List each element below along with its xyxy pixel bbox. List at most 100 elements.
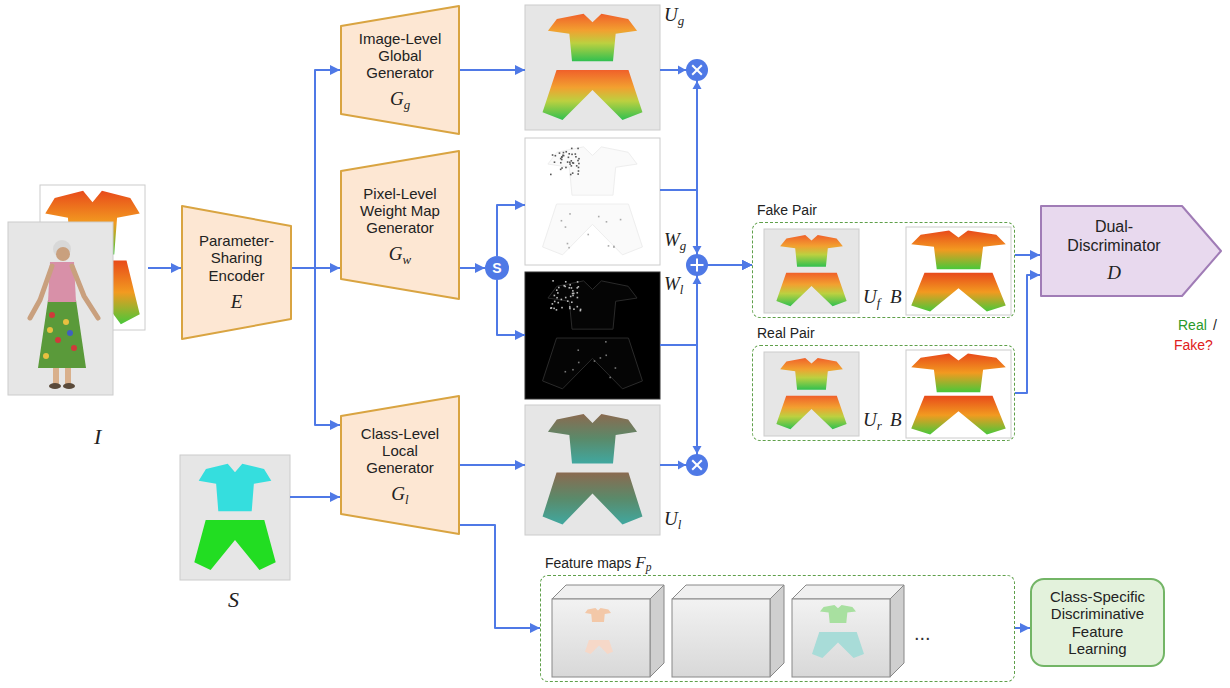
math-symbol: Wl: [664, 274, 683, 295]
flow-arrow: [497, 205, 525, 256]
arrowhead: [678, 461, 686, 470]
speck: [572, 369, 574, 371]
symbol-base: U: [863, 409, 877, 430]
image-panel: Wg: [525, 138, 660, 265]
speck: [554, 161, 556, 163]
symbol-subscript: l: [678, 517, 682, 532]
speck: [569, 284, 571, 286]
speck: [615, 367, 617, 369]
speck: [609, 377, 611, 379]
generator-trapezoid: Pixel-Level Weight Map GeneratorGw: [340, 150, 460, 300]
speck: [550, 174, 552, 176]
speck: [565, 281, 567, 283]
flow-arrow: [292, 70, 340, 268]
speck: [575, 153, 577, 155]
shape-outline: [341, 396, 459, 534]
speck: [573, 308, 575, 310]
math-symbol: Fp: [635, 553, 651, 572]
speck: [569, 213, 571, 215]
symbol-subscript: w: [403, 252, 412, 267]
symbol-subscript: g: [678, 13, 684, 28]
image-panel: [180, 455, 290, 580]
speck: [563, 155, 565, 157]
speck: [571, 154, 573, 156]
image-panel: [8, 222, 113, 395]
symbol-base: E: [231, 291, 243, 312]
process-box: Class-Specific Discriminative Feature Le…: [1030, 578, 1165, 667]
uv-region: [812, 632, 864, 658]
heading-words: Feature maps: [545, 555, 635, 571]
speck: [563, 285, 565, 287]
speck: [577, 173, 579, 175]
speck: [558, 287, 560, 289]
flow-arrow: [660, 70, 752, 265]
math-symbol: Uf: [863, 287, 880, 308]
image-panel: Wl: [525, 272, 660, 399]
uv-region: [780, 358, 843, 390]
box-label: Pixel-Level Weight Map Generator: [348, 185, 452, 237]
speck: [613, 246, 615, 248]
flow-arrow: [460, 69, 525, 71]
cube-top: [792, 585, 904, 599]
speck: [552, 303, 554, 305]
speck: [557, 292, 559, 294]
uv-region: [199, 464, 272, 512]
speck: [554, 301, 556, 303]
speck: [569, 306, 571, 308]
image-panel: [906, 350, 1011, 438]
symbol-base: W: [664, 229, 680, 250]
symbol-base: W: [664, 273, 680, 294]
arrowhead: [693, 81, 702, 89]
image-panel: [525, 405, 660, 535]
speck: [565, 226, 567, 228]
speck: [598, 216, 600, 218]
speck: [569, 161, 571, 163]
speck: [553, 308, 555, 310]
speck: [572, 293, 574, 295]
flow-arrow: [660, 265, 752, 465]
operator-sign: [692, 65, 702, 75]
uv-region: [548, 414, 637, 463]
uv-region: [543, 473, 643, 525]
speck: [577, 349, 579, 351]
speck: [572, 290, 574, 292]
uv-region: [548, 147, 637, 195]
speck: [570, 296, 572, 298]
skirt-pattern: [63, 319, 69, 325]
image-panel: S: [180, 455, 290, 580]
math-symbol: Ul: [664, 509, 681, 530]
skirt-pattern: [47, 327, 53, 333]
symbol-subscript: r: [877, 418, 882, 433]
box-label: Class-Specific Discriminative Feature Le…: [1044, 588, 1151, 657]
uv-region: [911, 273, 1006, 312]
speck: [576, 165, 578, 167]
speck: [569, 308, 571, 310]
math-symbol: B: [890, 287, 902, 308]
skirt-pattern: [71, 345, 77, 351]
flow-arrow: [460, 525, 540, 628]
arrowhead: [693, 276, 702, 284]
image-panel: [525, 5, 660, 130]
speck: [556, 309, 558, 311]
operator-circle: [686, 254, 708, 276]
speck: [571, 287, 573, 289]
flow-arrow: [1015, 627, 1030, 629]
operator-label: S: [492, 260, 501, 276]
speck: [561, 299, 563, 301]
speck: [578, 170, 580, 172]
flow-arrow: [660, 70, 752, 265]
speck: [605, 341, 607, 343]
math-symbol: Gl: [391, 484, 408, 505]
speck: [571, 148, 573, 150]
speck: [568, 157, 570, 159]
output-label: Real: [1178, 317, 1207, 333]
speck: [571, 165, 573, 167]
speck: [580, 310, 582, 312]
flow-arrow: [1015, 254, 1040, 256]
flow-arrow: [290, 496, 340, 498]
image-panel: [764, 229, 859, 313]
skirt-pattern: [43, 353, 49, 359]
arrowhead: [678, 66, 686, 75]
math-symbol: B: [890, 410, 902, 431]
